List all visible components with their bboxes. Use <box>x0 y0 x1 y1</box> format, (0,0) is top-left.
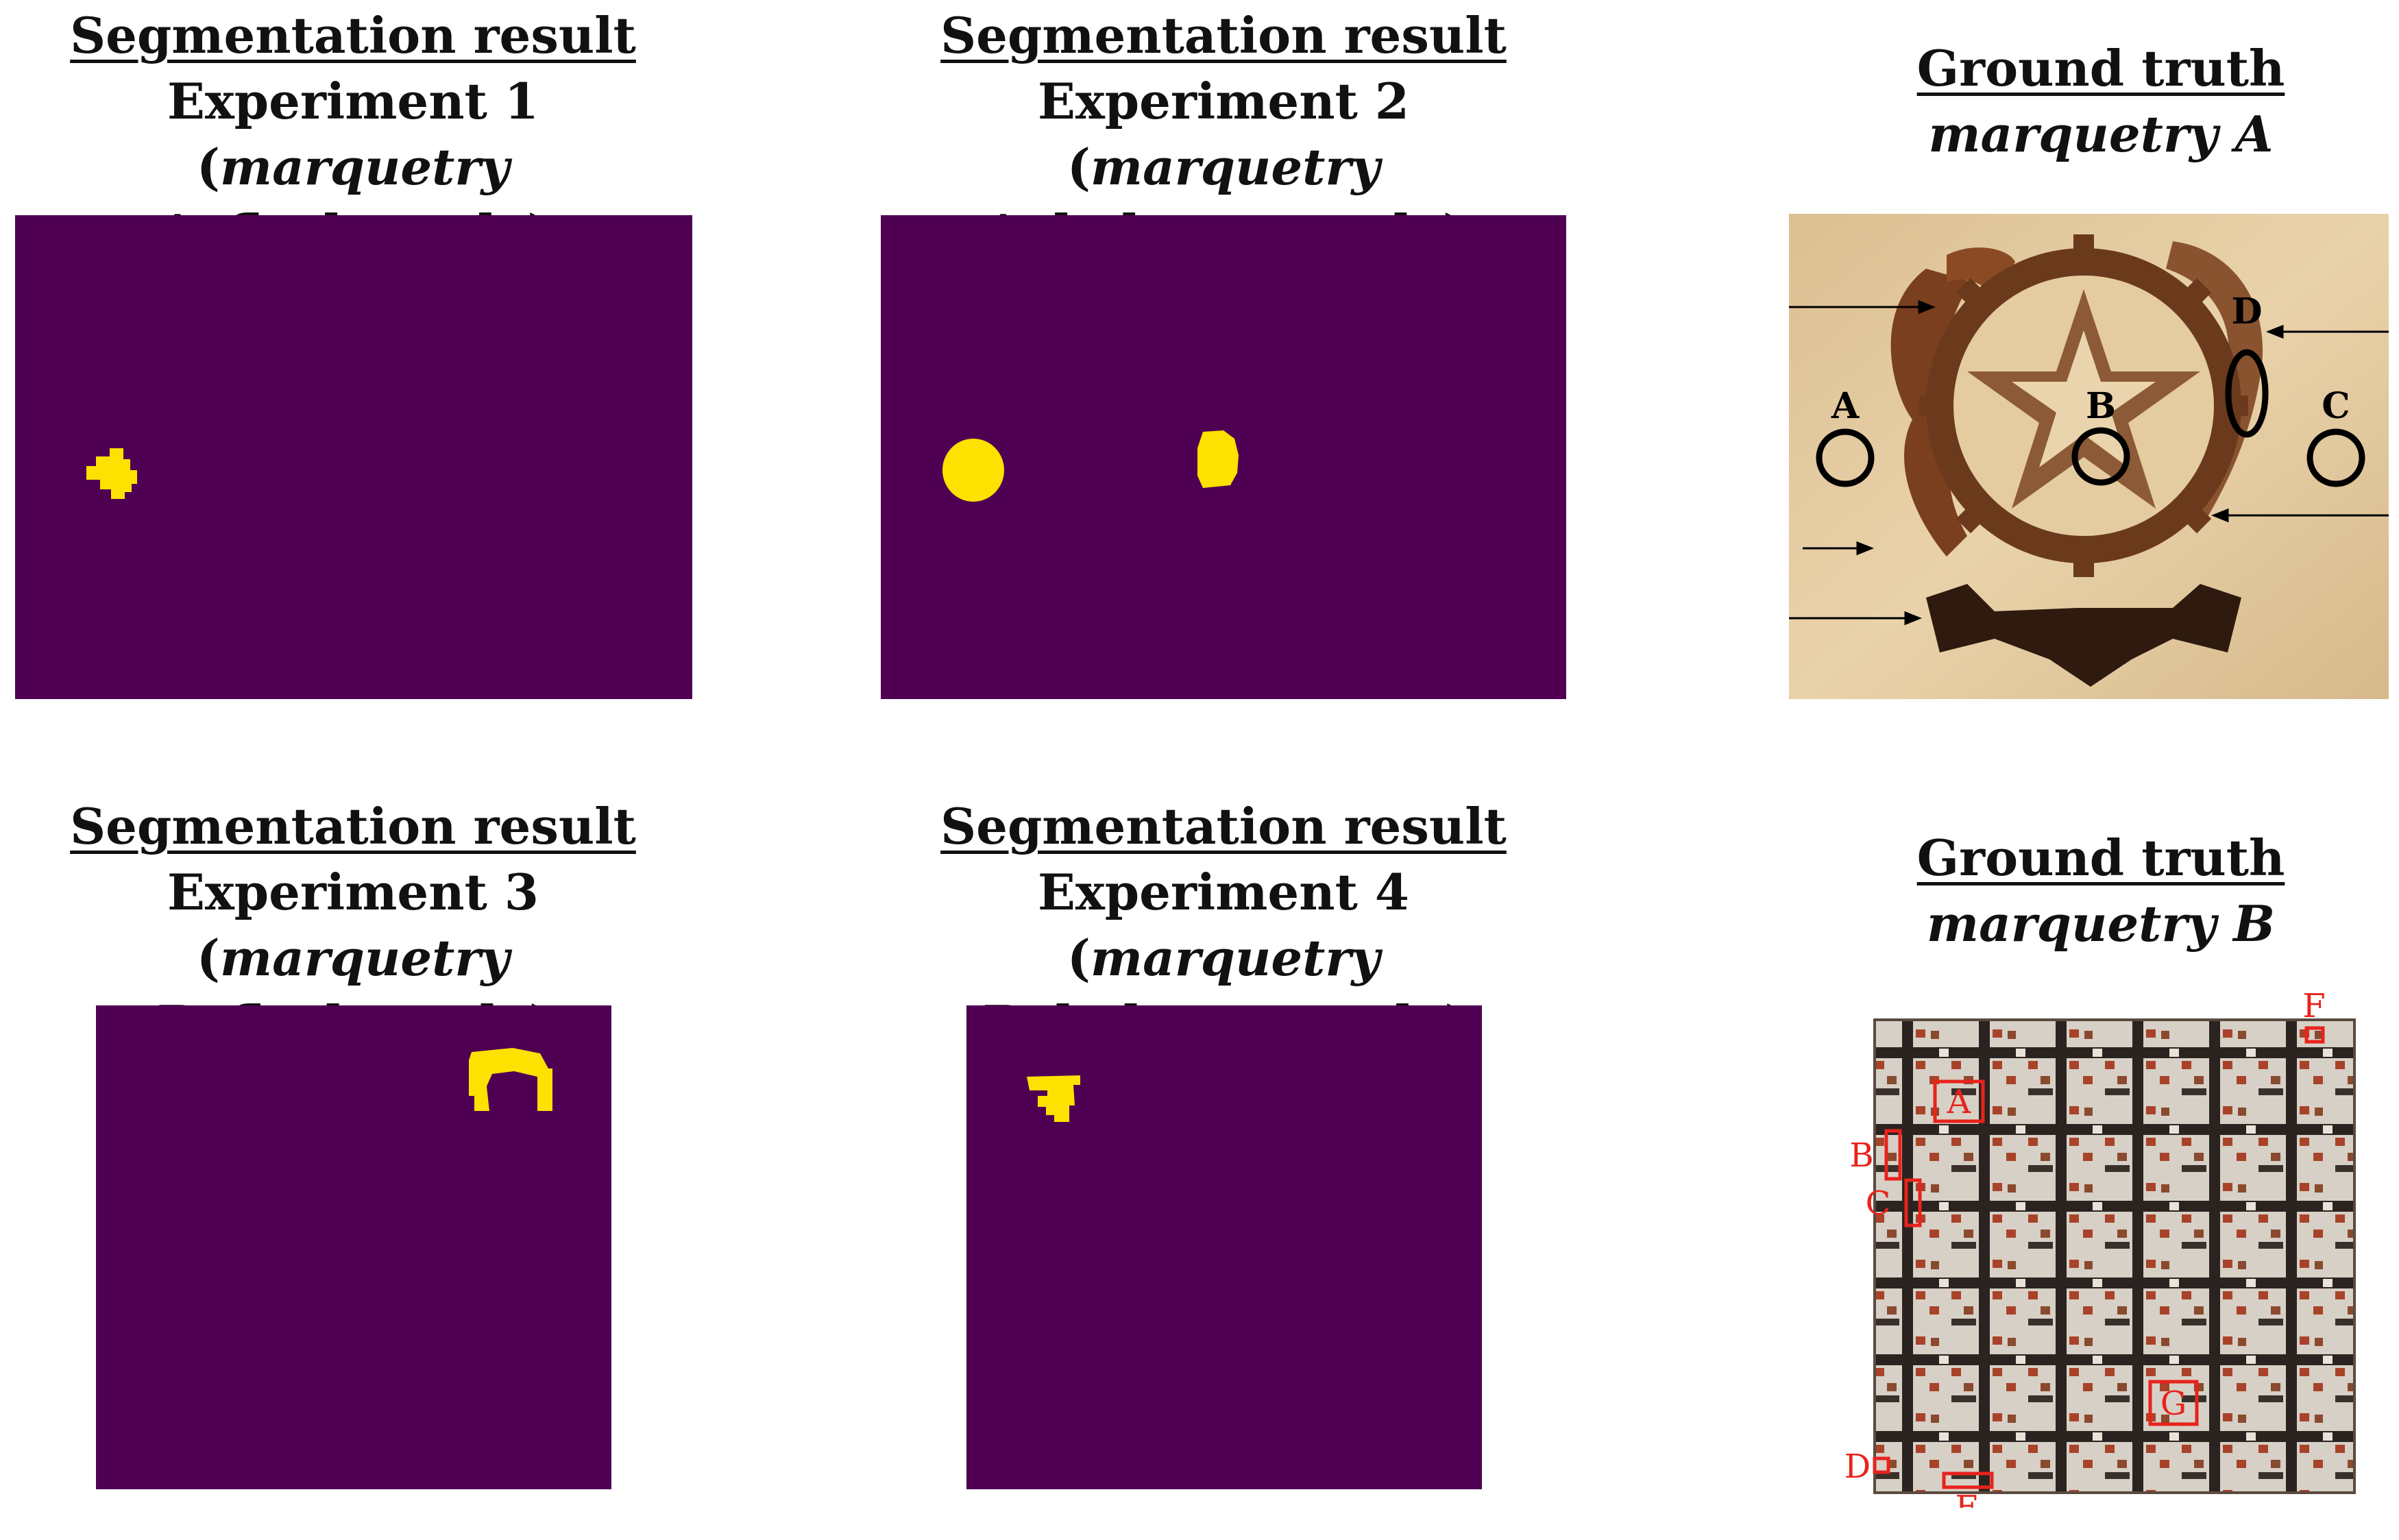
caption-italic: marquetry <box>1090 929 1380 987</box>
label-c: C <box>2322 385 2350 427</box>
segmentation-map-experiment-2 <box>881 215 1566 699</box>
ground-truth-marquetry-a-photo: A B C D <box>1789 214 2389 699</box>
caption-heading: Segmentation result <box>940 6 1507 64</box>
label-d: D <box>1844 1447 1871 1486</box>
caption-italic: marquetry <box>219 929 510 987</box>
segmentation-map-experiment-4 <box>966 1005 1482 1489</box>
caption-italic: marquetry <box>219 138 510 196</box>
detected-region <box>1027 1075 1080 1122</box>
label-a: A <box>1831 385 1860 427</box>
caption-line2: Experiment 4 ( <box>1037 863 1409 987</box>
caption-heading: Ground truth <box>1916 829 2285 887</box>
label-b: B <box>1849 1136 1873 1175</box>
detected-region <box>1197 430 1239 488</box>
segmentation-map-experiment-1 <box>15 215 692 699</box>
caption-italic: marquetry <box>1090 138 1380 196</box>
detected-region <box>86 448 137 499</box>
caption-heading: Segmentation result <box>70 6 636 64</box>
caption-line2: Experiment 3 ( <box>167 863 539 987</box>
label-f: F <box>2302 987 2325 1025</box>
ground-truth-marquetry-b-photo: A B C D E F G <box>1810 987 2358 1508</box>
label-c: C <box>1866 1184 1891 1223</box>
caption-ground-truth-a: Ground truth marquetry A <box>1782 36 2399 167</box>
caption-heading: Segmentation result <box>940 797 1507 855</box>
caption-subtitle: marquetry B <box>1926 894 2276 953</box>
caption-ground-truth-b: Ground truth marquetry B <box>1782 825 2399 957</box>
label-e: E <box>1955 1489 1979 1508</box>
detected-region <box>469 1048 552 1111</box>
label-b: B <box>2086 385 2116 427</box>
label-d: D <box>2231 291 2262 332</box>
caption-line2: Experiment 2 ( <box>1037 72 1409 196</box>
caption-line2: Experiment 1 ( <box>167 72 539 196</box>
caption-heading: Ground truth <box>1916 39 2285 97</box>
caption-heading: Segmentation result <box>70 797 636 855</box>
detected-region <box>942 439 1004 502</box>
label-g: G <box>2160 1384 2187 1423</box>
caption-subtitle: marquetry A <box>1928 105 2274 163</box>
label-a: A <box>1947 1083 1972 1121</box>
segmentation-map-experiment-3 <box>96 1005 611 1489</box>
